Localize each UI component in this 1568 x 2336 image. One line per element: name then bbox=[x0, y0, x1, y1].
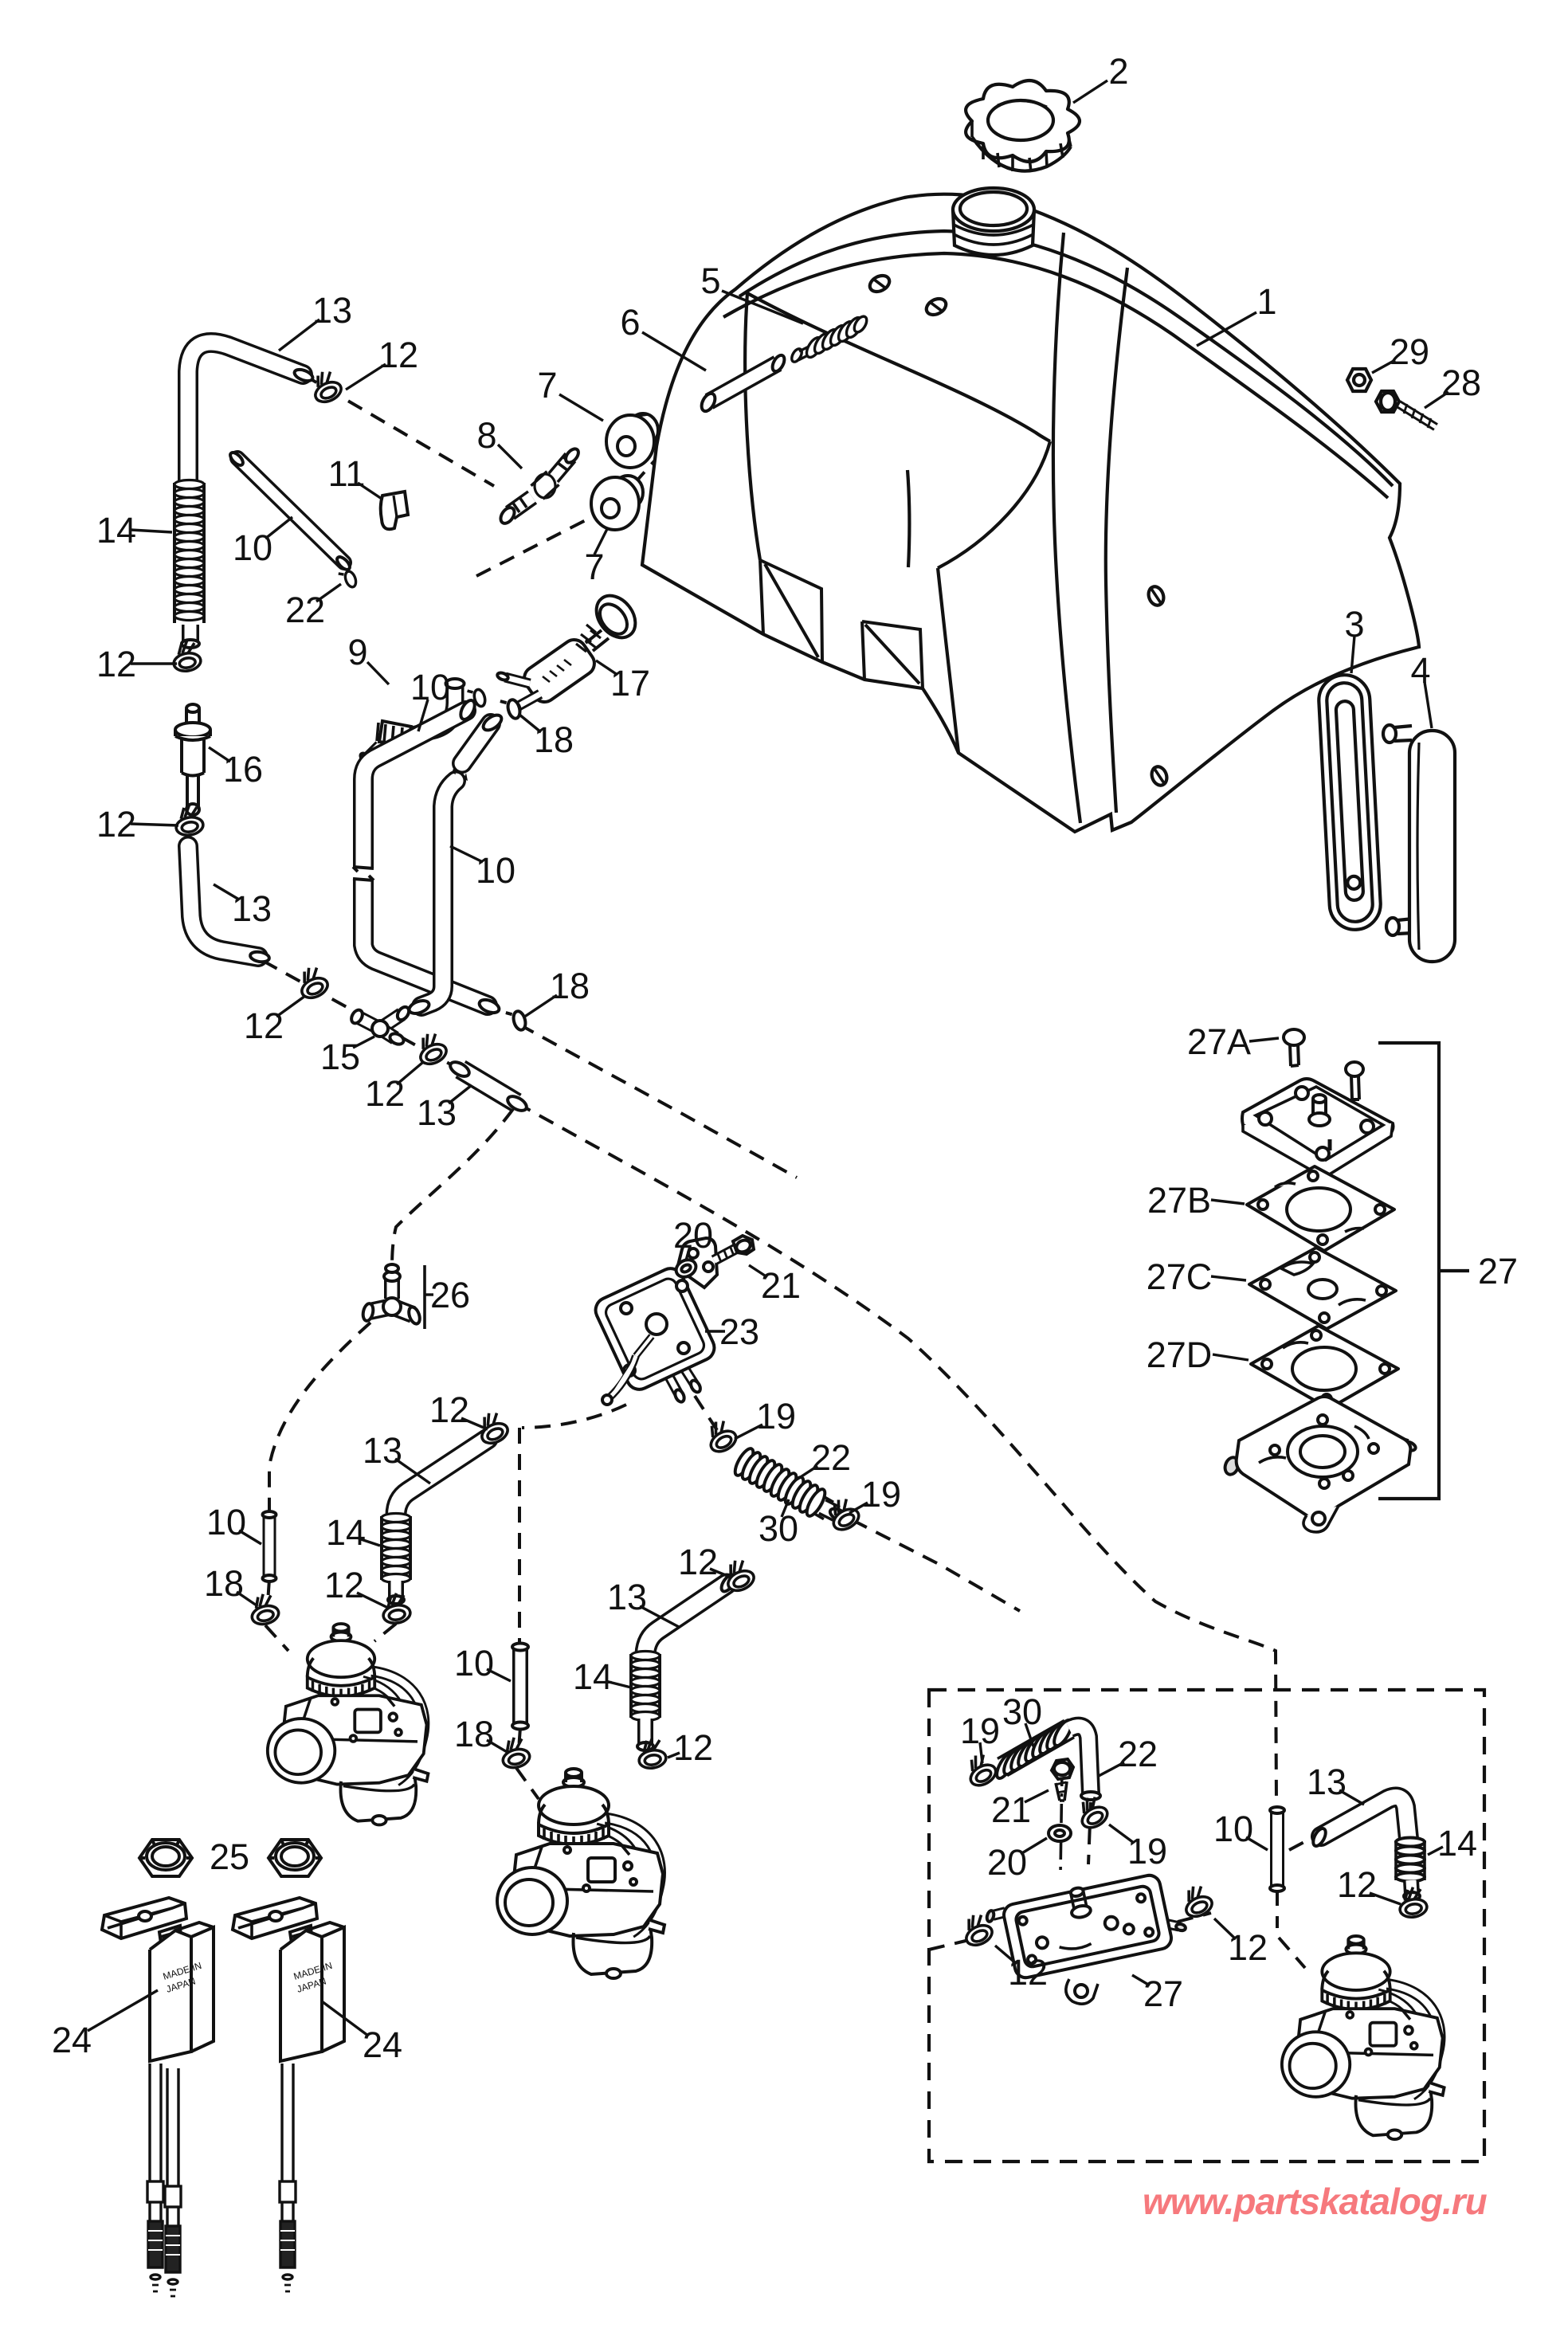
svg-text:18: 18 bbox=[454, 1714, 494, 1754]
svg-text:6: 6 bbox=[620, 302, 640, 343]
svg-text:24: 24 bbox=[52, 2020, 92, 2060]
svg-text:19: 19 bbox=[1127, 1831, 1167, 1872]
svg-text:21: 21 bbox=[761, 1265, 801, 1306]
svg-text:27C: 27C bbox=[1147, 1256, 1213, 1297]
svg-text:13: 13 bbox=[312, 290, 352, 331]
svg-text:7: 7 bbox=[584, 547, 604, 587]
svg-text:19: 19 bbox=[861, 1474, 901, 1515]
svg-text:20: 20 bbox=[987, 1842, 1027, 1883]
svg-text:12: 12 bbox=[365, 1073, 405, 1114]
svg-text:12: 12 bbox=[673, 1727, 713, 1768]
svg-text:8: 8 bbox=[476, 415, 496, 456]
svg-text:18: 18 bbox=[534, 719, 574, 760]
svg-text:12: 12 bbox=[244, 1005, 284, 1046]
svg-text:3: 3 bbox=[1344, 604, 1364, 645]
svg-text:14: 14 bbox=[96, 510, 136, 551]
svg-text:22: 22 bbox=[1118, 1734, 1158, 1774]
svg-text:14: 14 bbox=[1437, 1823, 1477, 1864]
svg-text:12: 12 bbox=[378, 335, 418, 375]
svg-text:10: 10 bbox=[233, 527, 272, 568]
svg-text:19: 19 bbox=[756, 1396, 796, 1436]
svg-text:18: 18 bbox=[550, 966, 590, 1006]
svg-text:10: 10 bbox=[476, 850, 515, 891]
svg-text:12: 12 bbox=[1228, 1927, 1268, 1968]
svg-text:15: 15 bbox=[320, 1037, 360, 1077]
svg-text:22: 22 bbox=[811, 1437, 851, 1478]
svg-text:12: 12 bbox=[429, 1389, 469, 1430]
svg-text:10: 10 bbox=[206, 1502, 246, 1542]
svg-text:27: 27 bbox=[1478, 1251, 1518, 1291]
svg-text:13: 13 bbox=[607, 1577, 647, 1617]
svg-text:28: 28 bbox=[1441, 363, 1481, 403]
svg-text:11: 11 bbox=[328, 453, 366, 494]
svg-text:12: 12 bbox=[324, 1565, 364, 1605]
svg-text:19: 19 bbox=[960, 1711, 1000, 1751]
svg-text:13: 13 bbox=[232, 888, 272, 929]
svg-text:10: 10 bbox=[454, 1643, 494, 1683]
svg-text:13: 13 bbox=[417, 1092, 457, 1133]
svg-text:14: 14 bbox=[573, 1656, 613, 1697]
svg-text:9: 9 bbox=[347, 632, 367, 672]
svg-text:14: 14 bbox=[326, 1512, 366, 1553]
svg-text:16: 16 bbox=[223, 749, 263, 790]
svg-text:30: 30 bbox=[1002, 1691, 1042, 1732]
svg-text:12: 12 bbox=[1337, 1864, 1377, 1905]
svg-text:18: 18 bbox=[204, 1563, 244, 1604]
svg-text:24: 24 bbox=[363, 2024, 402, 2065]
svg-text:www.partskatalog.ru: www.partskatalog.ru bbox=[1143, 2181, 1488, 2222]
svg-text:12: 12 bbox=[96, 804, 136, 845]
svg-text:13: 13 bbox=[1307, 1762, 1347, 1802]
svg-text:27: 27 bbox=[1143, 1973, 1183, 2014]
svg-text:27D: 27D bbox=[1147, 1335, 1213, 1375]
svg-text:29: 29 bbox=[1390, 331, 1429, 372]
svg-text:17: 17 bbox=[610, 663, 650, 704]
svg-text:4: 4 bbox=[1410, 650, 1430, 691]
svg-text:7: 7 bbox=[537, 365, 557, 406]
svg-text:20: 20 bbox=[673, 1215, 713, 1256]
svg-text:22: 22 bbox=[285, 590, 325, 630]
svg-text:12: 12 bbox=[678, 1542, 718, 1582]
svg-text:30: 30 bbox=[759, 1508, 798, 1549]
svg-text:27B: 27B bbox=[1147, 1180, 1211, 1221]
svg-text:12: 12 bbox=[1008, 1952, 1048, 1993]
svg-text:25: 25 bbox=[210, 1836, 249, 1877]
svg-text:2: 2 bbox=[1108, 51, 1128, 92]
svg-text:26: 26 bbox=[430, 1275, 470, 1315]
svg-text:10: 10 bbox=[1213, 1809, 1253, 1849]
svg-text:13: 13 bbox=[363, 1430, 402, 1471]
svg-text:21: 21 bbox=[991, 1789, 1031, 1830]
svg-text:27A: 27A bbox=[1187, 1021, 1251, 1062]
svg-text:5: 5 bbox=[700, 261, 720, 301]
svg-text:23: 23 bbox=[719, 1311, 759, 1352]
svg-text:1: 1 bbox=[1256, 281, 1276, 322]
svg-text:10: 10 bbox=[410, 667, 450, 707]
svg-text:12: 12 bbox=[96, 644, 136, 684]
